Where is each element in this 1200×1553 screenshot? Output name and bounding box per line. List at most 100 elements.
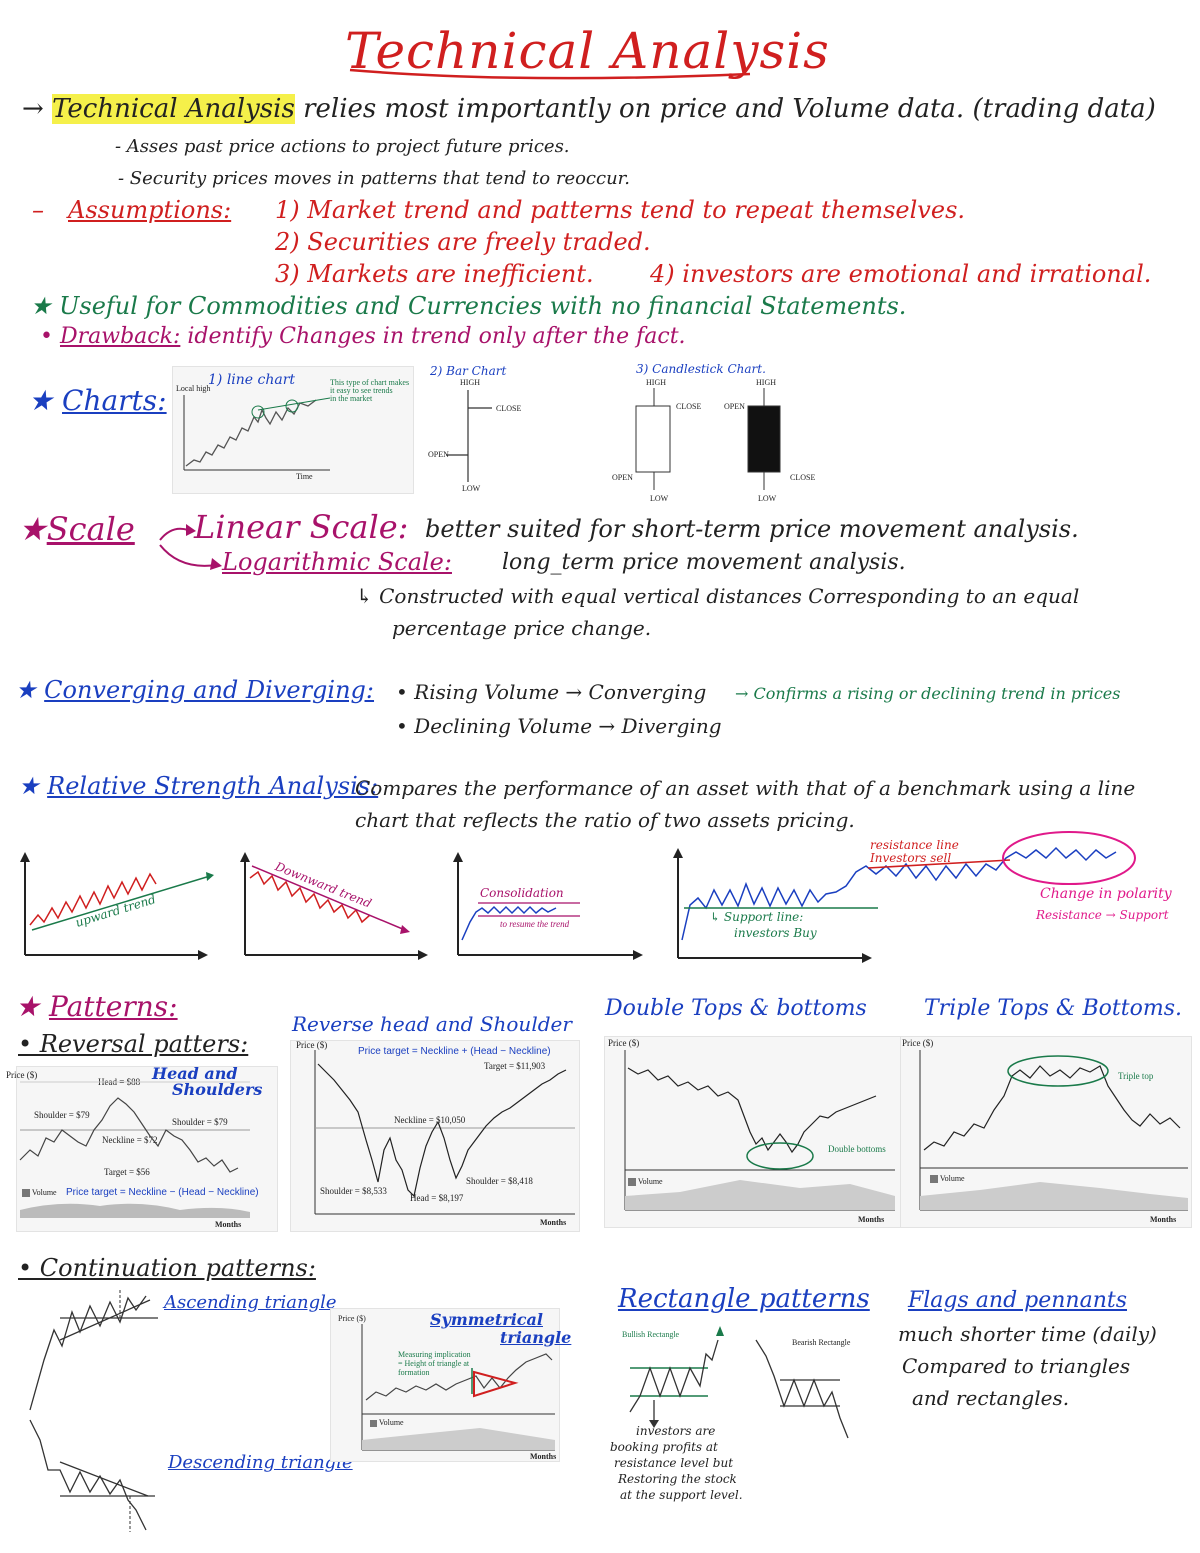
hs-shoulder-left: Shoulder = $79 (34, 1110, 90, 1120)
consolidation-label: Consolidation (480, 886, 564, 900)
drawback-line: • Drawback: identify Changes in trend on… (40, 324, 686, 349)
line-chart-graphic (183, 395, 331, 471)
hs-title-2: Shoulders (172, 1080, 263, 1099)
dt-price-label: Price ($) (608, 1038, 640, 1048)
page-title: Technical Analysis (345, 22, 830, 80)
candle-open-1: OPEN (612, 473, 633, 482)
rect-bullish-label: Bullish Rectangle (622, 1330, 680, 1339)
tt-months: Months (1150, 1215, 1177, 1224)
flags-text-2: Compared to triangles (902, 1354, 1131, 1378)
bar-close-label: CLOSE (496, 404, 522, 413)
star-icon: ★ (30, 292, 60, 320)
volume-square-icon (930, 1175, 938, 1184)
rhs-head: Head = $8,197 (410, 1193, 464, 1203)
sym-note-2: = Height of triangle at (398, 1359, 470, 1368)
bar-chart-title: 2) Bar Chart (430, 364, 507, 378)
line-chart-local-high: Local high (176, 384, 211, 393)
line-chart-note-2: it easy to see trends (330, 386, 393, 395)
dt-chart-graphic (624, 1050, 895, 1211)
rhs-months: Months (540, 1218, 567, 1227)
rect-note-5: at the support level. (620, 1488, 743, 1502)
patterns-label: ★ Patterns: (15, 990, 178, 1023)
rhs-price-label: Price ($) (296, 1040, 328, 1050)
rsa-label: ★ Relative Strength Analysis: (18, 772, 379, 800)
candle-high-2: HIGH (756, 378, 776, 387)
assumptions-label: Assumptions: (68, 196, 232, 224)
bar-low-label: LOW (462, 484, 481, 493)
tt-chart-graphic (919, 1050, 1188, 1211)
hs-months: Months (215, 1220, 242, 1229)
candlestick-title: 3) Candlestick Chart. (636, 362, 766, 376)
bullet-icon: • (40, 324, 60, 349)
intro-bullet-2: - Security prices moves in patterns that… (118, 168, 631, 189)
dt-volume: Volume (628, 1177, 663, 1187)
rsa-line-2: chart that reflects the ratio of two ass… (355, 808, 855, 832)
rect-title: Rectangle patterns (618, 1284, 870, 1314)
tt-price-label: Price ($) (902, 1038, 934, 1048)
sym-volume: Volume (370, 1418, 404, 1427)
title-underline (349, 68, 751, 80)
rhs-price-target: Price target = Neckline + (Head − Neckli… (358, 1046, 551, 1057)
rect-bearish-label: Bearish Rectangle (792, 1338, 851, 1347)
rhs-neckline: Neckline = $10,050 (394, 1115, 466, 1125)
assumption-4: 4) investors are emotional and irrationa… (650, 260, 1152, 288)
log-scale-note-1: ↳ Constructed with equal vertical distan… (356, 584, 1080, 608)
rhs-shoulder-right: Shoulder = $8,418 (466, 1176, 533, 1186)
candle-low-1: LOW (650, 494, 669, 503)
bar-chart-card (420, 366, 570, 492)
sym-note-3: formation (398, 1368, 430, 1377)
star-icon: ★ (18, 510, 47, 548)
tt-volume: Volume (930, 1174, 965, 1184)
line-chart-card (172, 366, 414, 494)
scale-arrows (159, 524, 222, 570)
sym-note-1: Measuring implication (398, 1350, 471, 1359)
sym-title-1: Symmetrical (430, 1310, 543, 1329)
converging-label: ★ Converging and Diverging: (15, 676, 375, 704)
candlestick-graphic (635, 388, 781, 490)
rhs-chart-card (290, 1040, 580, 1232)
tt-title: Triple Tops & Bottoms. (924, 996, 1182, 1021)
sym-price-label: Price ($) (338, 1314, 366, 1323)
line-chart-note-3: in the market (330, 394, 373, 403)
candle-close-1: CLOSE (676, 402, 702, 411)
arrow-icon: → (22, 94, 53, 124)
reversal-label: • Reversal patters: (18, 1030, 249, 1058)
resume-trend-label: to resume the trend (500, 919, 570, 929)
assumption-3: 3) Markets are inefficient. (275, 260, 594, 288)
sym-title-2: triangle (500, 1328, 572, 1347)
candle-open-2: OPEN (724, 402, 745, 411)
volume-square-icon (370, 1419, 377, 1427)
hs-chart-graphic (19, 1081, 250, 1218)
declining-volume: • Declining Volume → Diverging (396, 714, 722, 738)
intro-line: → Technical Analysis relies most importa… (22, 94, 1156, 124)
bar-open-label: OPEN (428, 450, 449, 459)
intro-lead: Technical Analysis (52, 94, 295, 124)
support-line-label: ↳ Support line: (710, 910, 804, 924)
rhs-target: Target = $11,903 (484, 1061, 546, 1071)
intro-text: relies most importantly on price and Vol… (303, 94, 1156, 124)
star-icon: ★ (15, 676, 45, 704)
rsa-line-1: Compares the performance of an asset wit… (355, 776, 1136, 800)
useful-line: ★ Useful for Commodities and Currencies … (30, 292, 906, 320)
resistance-support-label: Resistance → Support (1036, 908, 1169, 922)
rect-note-3: resistance level but (614, 1456, 734, 1470)
tt-triple-top: Triple top (1118, 1071, 1154, 1081)
dt-double-bottoms: Double bottoms (828, 1144, 886, 1154)
assumption-2: 2) Securities are freely traded. (275, 228, 651, 256)
scale-label: ★Scale (18, 510, 135, 548)
line-chart-time: Time (296, 472, 313, 481)
candle-close-2: CLOSE (790, 473, 816, 482)
sym-months: Months (530, 1452, 557, 1461)
log-scale-note-2: percentage price change. (392, 616, 652, 640)
line-chart-note-1: This type of chart makes (330, 378, 410, 387)
polarity-label: Change in polarity (1040, 886, 1172, 902)
hs-price-label: Price ($) (6, 1070, 38, 1080)
rect-note-1: investors are (636, 1424, 716, 1438)
hs-title-1: Head and (152, 1064, 238, 1083)
bar-chart-graphic (446, 390, 492, 482)
star-icon: ★ (28, 384, 63, 417)
assumptions-dash: – (32, 196, 44, 224)
